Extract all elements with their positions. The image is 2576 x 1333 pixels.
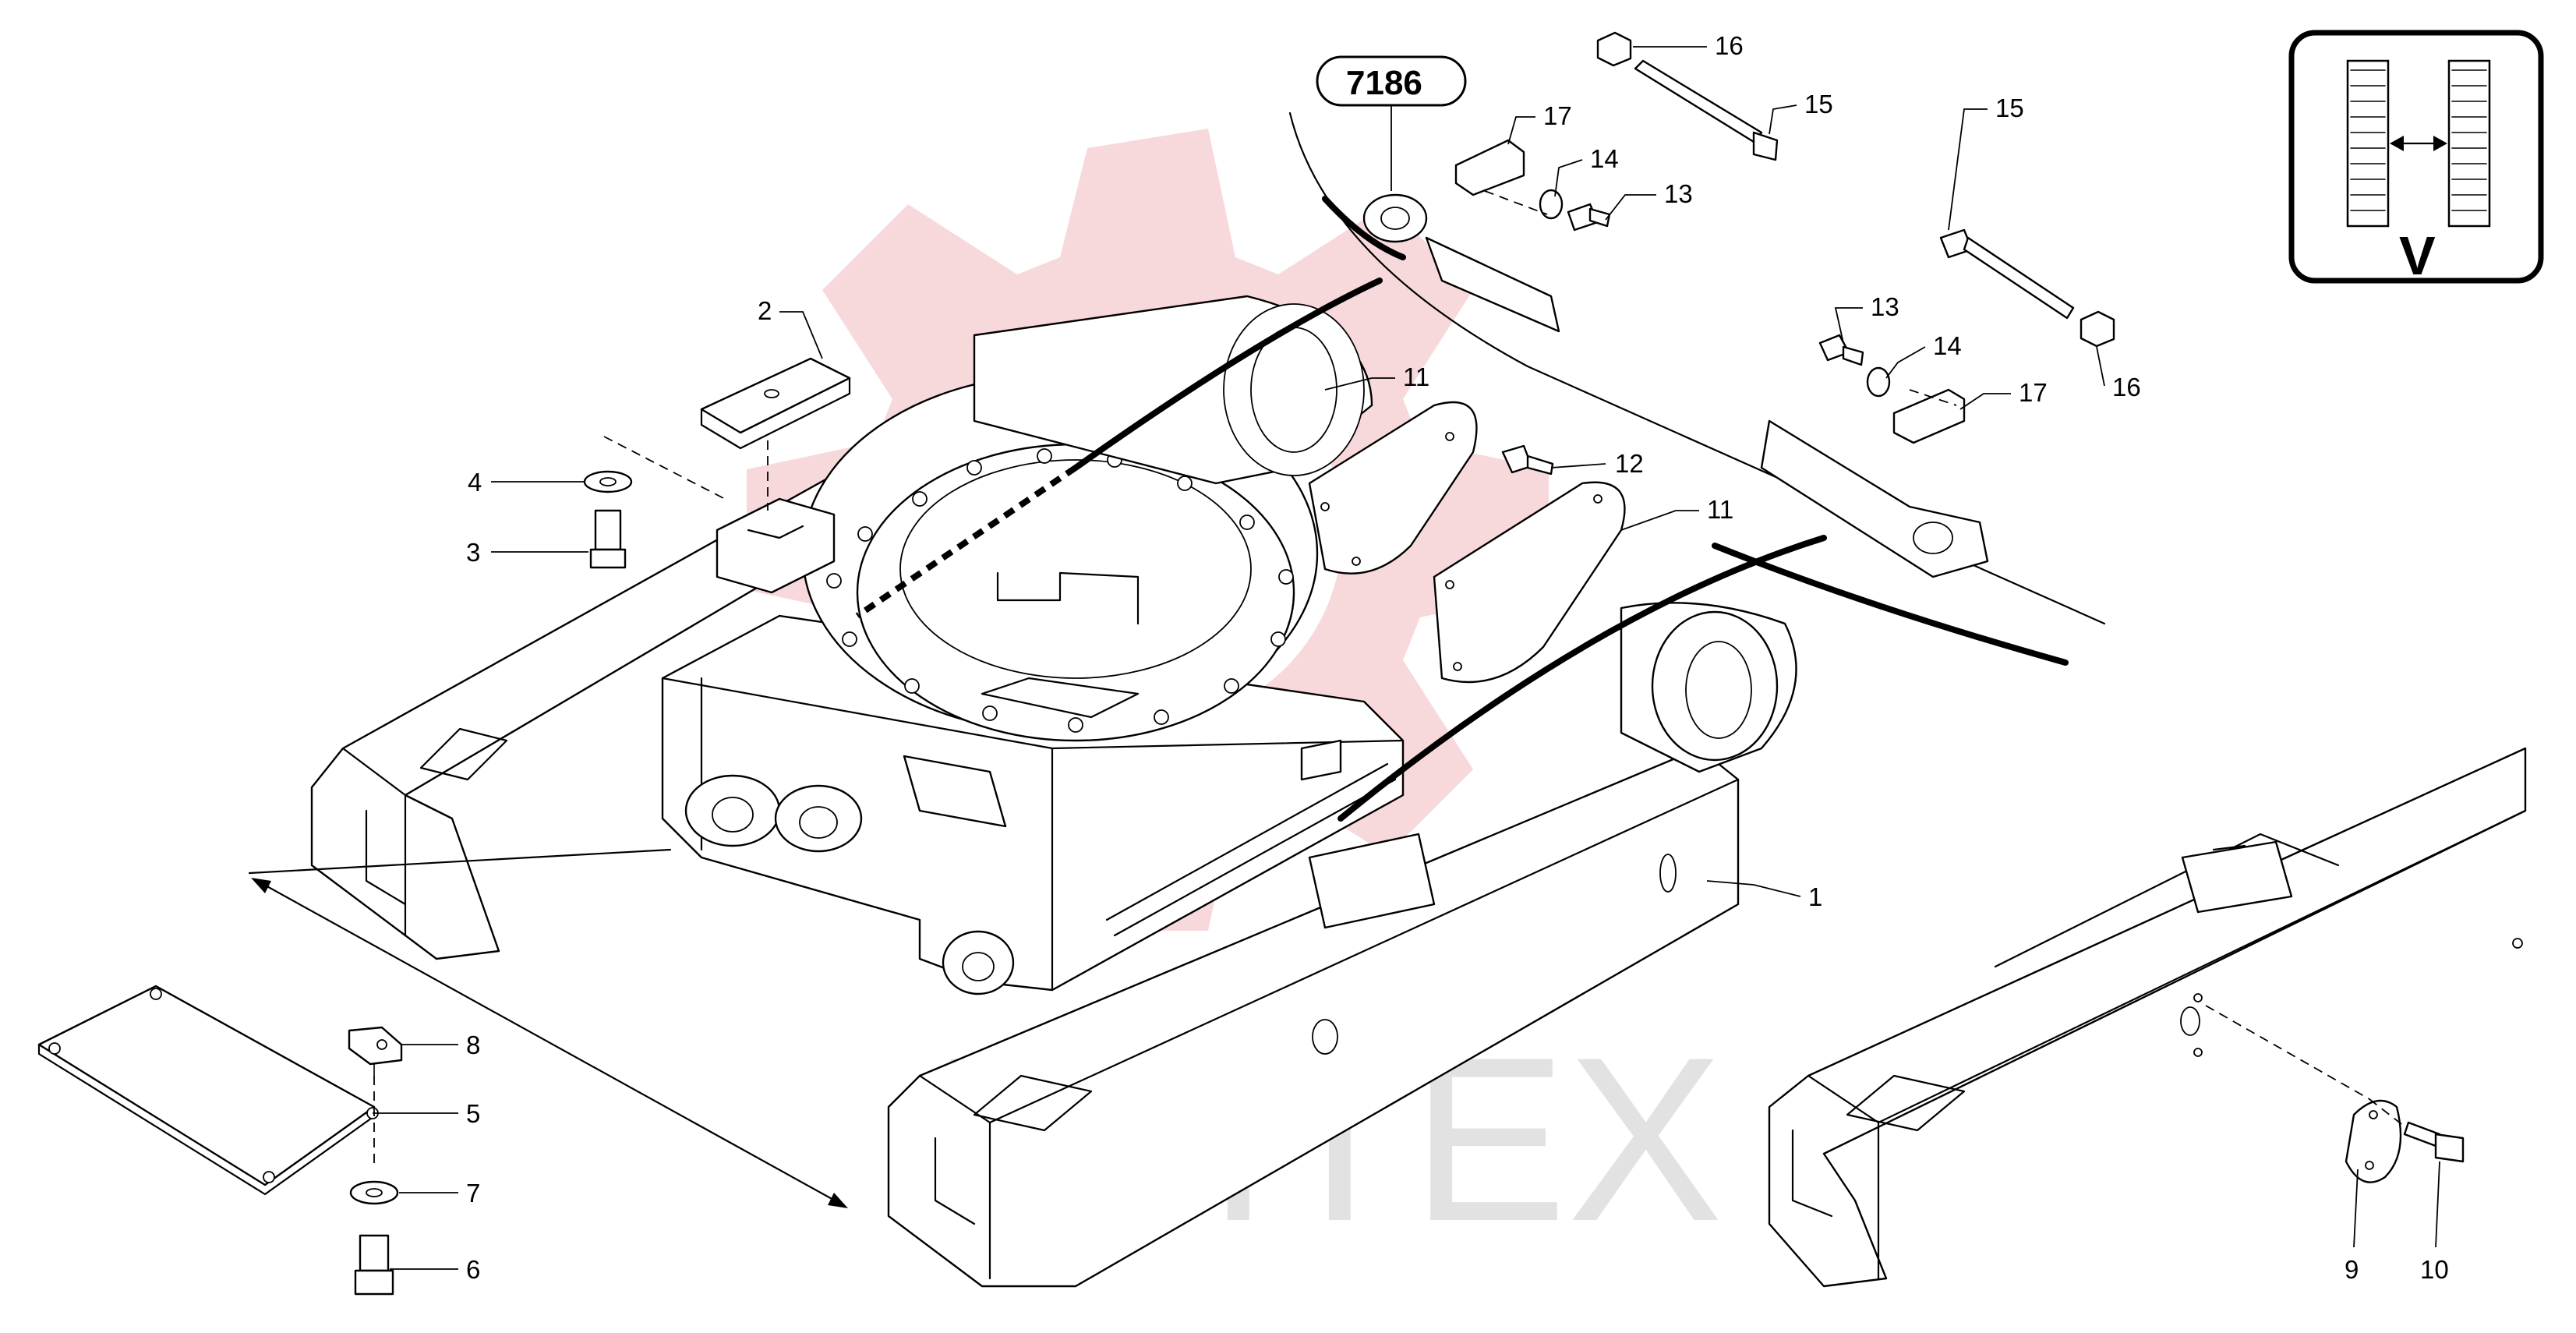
callout-14a: 14	[1590, 144, 1619, 173]
reference-code: 7186	[1346, 64, 1422, 102]
callout-5: 5	[466, 1099, 480, 1128]
dimension-line	[248, 848, 848, 1208]
part-10-bolt	[2403, 1121, 2465, 1163]
part-17-block-top	[1454, 139, 1525, 196]
callout-15b: 15	[1804, 90, 1833, 118]
part-15-bolt-top	[1634, 59, 1779, 161]
part-6-bolt	[354, 1234, 394, 1296]
part-12-bolt	[1501, 444, 1554, 476]
callout-6: 6	[466, 1255, 480, 1284]
part-17-block-right	[1892, 388, 1966, 444]
part-4-washer	[583, 470, 633, 493]
part-13-bolt-right	[1818, 334, 1864, 366]
callout-16a: 16	[1715, 31, 1744, 60]
part-13-bolt-top	[1567, 203, 1611, 232]
callout-4: 4	[468, 468, 482, 497]
track-frame-detail	[1768, 747, 2527, 1288]
leader-lines	[373, 46, 2440, 1270]
part-8-clip-nut	[348, 1026, 403, 1077]
callout-2: 2	[758, 296, 772, 325]
callout-13a: 13	[1664, 179, 1693, 208]
callout-14b: 14	[1933, 331, 1962, 360]
undercarriage-frame	[310, 278, 1827, 1288]
callout-17a: 17	[1543, 101, 1572, 130]
cylinder-left	[1362, 193, 1560, 333]
callout-3: 3	[466, 538, 480, 567]
part-14-washer-right	[1866, 366, 1891, 398]
callout-13b: 13	[1871, 292, 1899, 321]
view-label: V	[2399, 225, 2436, 286]
part-5-plate	[37, 985, 379, 1196]
callout-11b: 11	[1707, 495, 1733, 524]
part-16-nut-top	[1596, 31, 1632, 67]
callout-7: 7	[466, 1179, 480, 1207]
cover-plate-11a	[1308, 401, 1478, 575]
cylinder-right	[1760, 419, 1989, 578]
callout-17b: 17	[2019, 378, 2048, 407]
track-hatch-right	[2451, 69, 2487, 211]
track-hatch-left	[2350, 69, 2386, 211]
part-14-washer-top	[1539, 189, 1564, 220]
part-7-washer	[349, 1180, 399, 1205]
part-16-nut-right	[2080, 310, 2115, 348]
part-9-cover	[2345, 1099, 2402, 1183]
callout-labels: 1 2 3 4 5 6 7 8 9 10 11 11 12 13 13 14 1…	[466, 31, 2449, 1284]
callout-11a: 11	[1403, 362, 1429, 391]
callout-8: 8	[466, 1031, 480, 1059]
part-2-plate	[700, 357, 851, 450]
callout-9: 9	[2345, 1255, 2359, 1284]
callout-12: 12	[1615, 449, 1644, 478]
reference-badge: 7186	[1316, 55, 1467, 191]
callout-16b: 16	[2112, 373, 2141, 401]
callout-15a: 15	[1995, 94, 2024, 122]
part-3-bolt	[589, 509, 627, 569]
ring-bolt-holes	[826, 448, 1294, 733]
part-15-bolt-right	[1939, 228, 2075, 320]
view-indicator-box: V	[2288, 30, 2544, 286]
cover-plate-11b	[1433, 481, 1626, 684]
double-arrow-icon	[2390, 136, 2447, 151]
callout-1: 1	[1808, 882, 1822, 911]
clamp-block	[716, 497, 836, 594]
callout-10: 10	[2420, 1255, 2449, 1284]
